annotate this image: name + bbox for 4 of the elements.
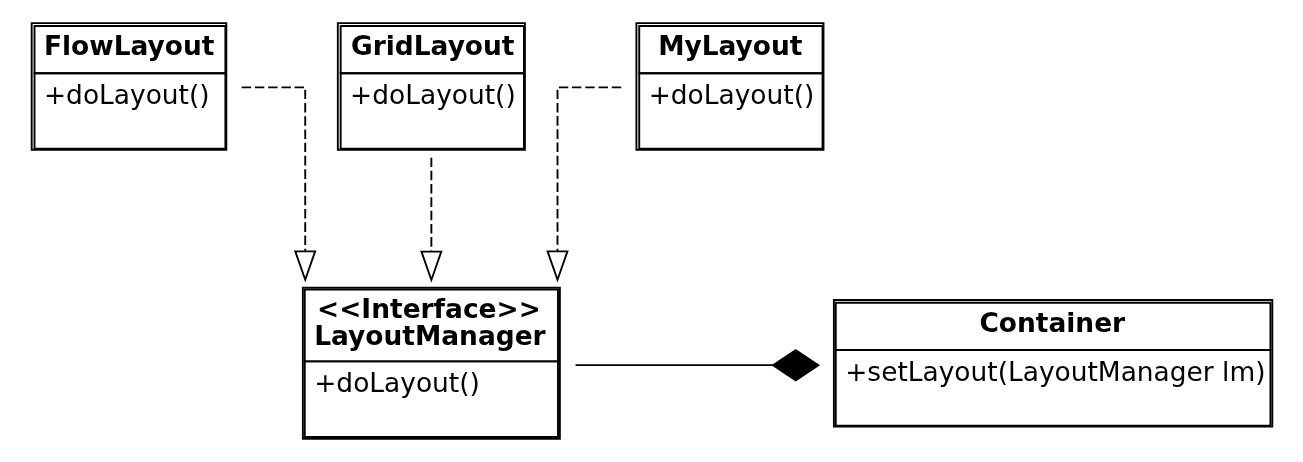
arrow xyxy=(419,156,443,283)
arrow xyxy=(545,86,622,283)
connector xyxy=(574,348,820,382)
arrow xyxy=(240,86,316,283)
